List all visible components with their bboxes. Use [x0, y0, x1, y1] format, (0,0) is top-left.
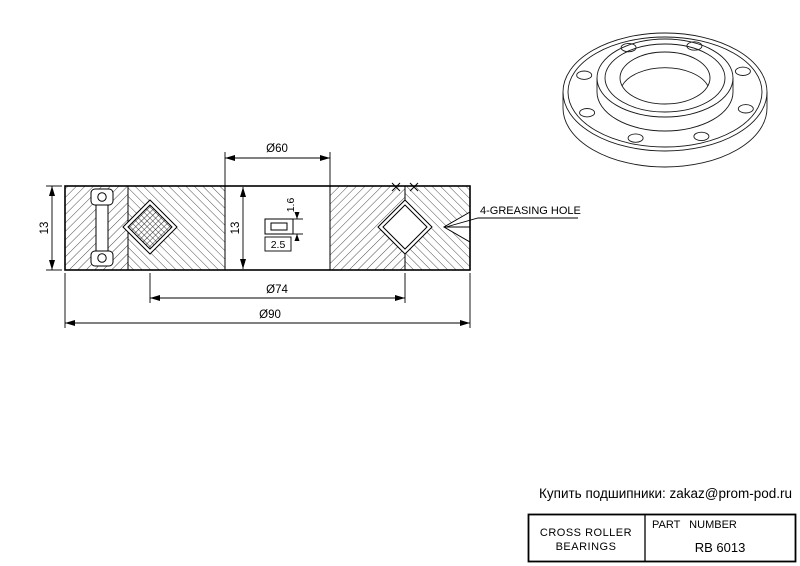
dim-pitch: Ø74	[149, 273, 406, 303]
dim-width-left: 13	[39, 185, 62, 271]
dim-width-left-label: 13	[39, 222, 51, 235]
section-outline	[64, 185, 471, 271]
greasing-hole-label: 4-GREASING HOLE	[480, 205, 581, 217]
bolt-holes	[576, 41, 754, 143]
cross-section-view	[64, 182, 471, 271]
dimensions: Ø60 Ø74 Ø90 13	[39, 143, 581, 328]
inner-ring-3d	[596, 38, 734, 132]
dim-outer-label: Ø90	[259, 309, 281, 321]
title-block-border	[527, 513, 797, 563]
dim-width-inner: 13	[230, 187, 246, 269]
part-number-label: PART NUMBER	[652, 519, 737, 531]
mounting-bolt-detail	[90, 188, 114, 267]
greasing-hole-callout: 4-GREASING HOLE	[445, 205, 581, 228]
bore-3d	[619, 51, 711, 105]
grease-groove-detail	[264, 218, 294, 235]
contact-text: Купить подшипники: zakaz@prom-pod.ru	[539, 486, 792, 501]
right-roller	[377, 199, 433, 255]
product-name-line2: BEARINGS	[556, 541, 617, 553]
flange-chamfer-edge	[567, 36, 763, 148]
dim-bore: Ø60	[224, 143, 331, 186]
dim-groove-depth-label: 1.6	[285, 198, 297, 213]
dim-width-inner-label: 13	[230, 222, 242, 235]
title-block: CROSS ROLLER BEARINGS PART NUMBER RB 601…	[527, 513, 797, 563]
dim-groove-width: 2.5	[264, 236, 292, 252]
dim-outer: Ø90	[64, 273, 471, 328]
flange-bottom-edge	[562, 107, 768, 168]
bearing-3d-view	[562, 32, 768, 168]
part-number-value: RB 6013	[695, 540, 746, 555]
flange-outer-edge	[562, 32, 768, 152]
dim-groove-depth: 1.6	[285, 198, 303, 241]
dim-groove-width-label: 2.5	[271, 239, 286, 251]
dim-pitch-label: Ø74	[266, 284, 288, 296]
dim-bore-label: Ø60	[266, 143, 288, 155]
split-ring-marks	[391, 182, 419, 192]
product-name-line1: CROSS ROLLER	[540, 527, 632, 539]
left-roller	[122, 199, 178, 255]
